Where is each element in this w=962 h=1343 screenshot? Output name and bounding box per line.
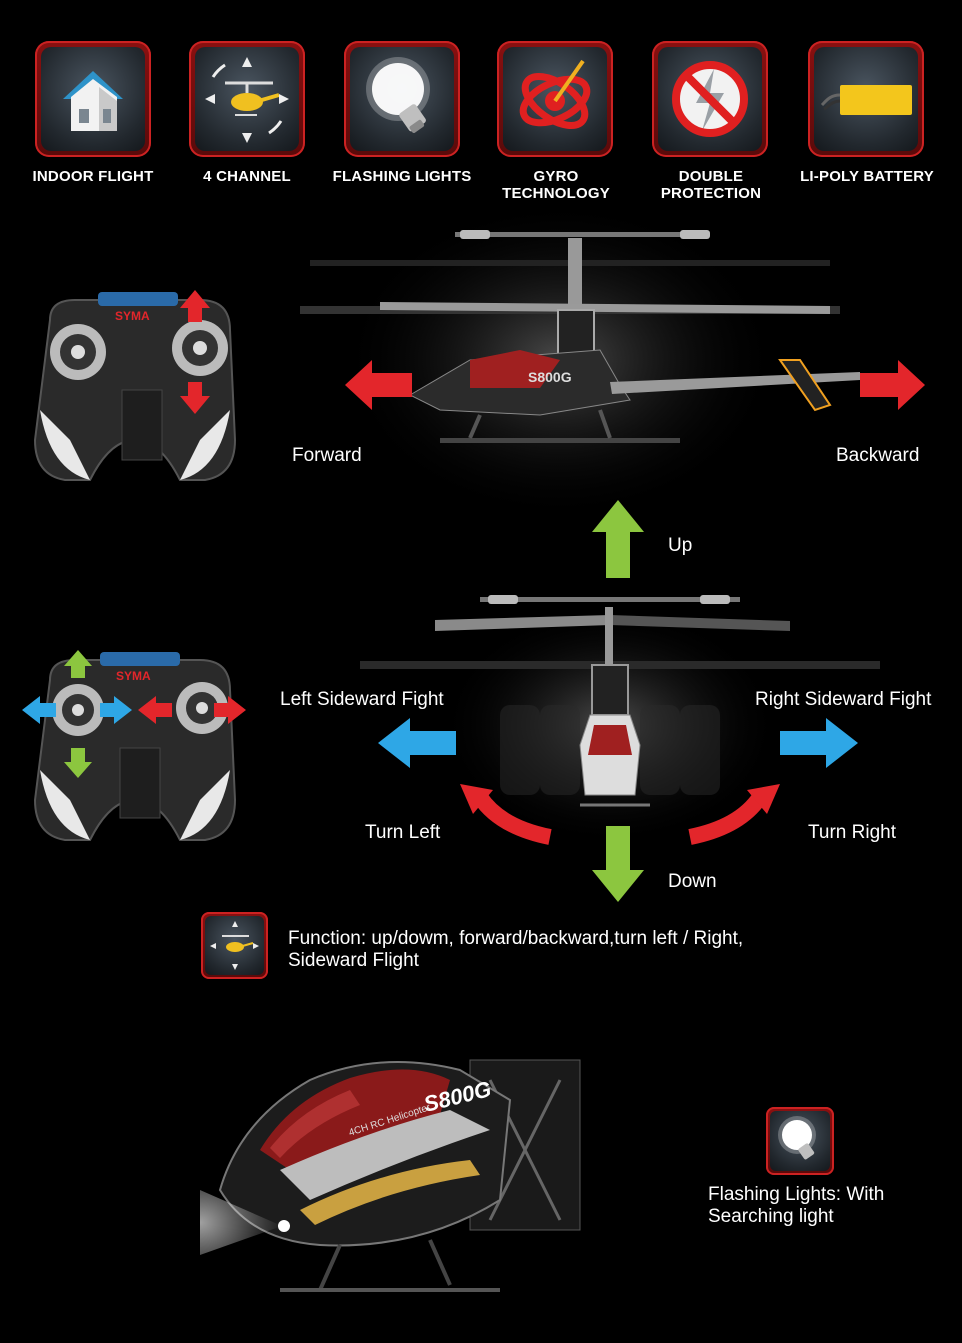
- arrow-stick-left-red: [138, 696, 172, 724]
- battery-icon: [820, 85, 912, 115]
- helicopter-front-view: [360, 595, 880, 845]
- feature-flashing-lights: [344, 41, 460, 157]
- lights-text-line1: Flashing Lights: With: [708, 1184, 885, 1205]
- feature-4-channel: [189, 41, 305, 157]
- function-icon-frame: [201, 912, 268, 979]
- arrow-stick-right-red: [214, 696, 246, 724]
- feature-double-protection: [652, 41, 768, 157]
- label-up: Up: [668, 535, 693, 556]
- feature-indoor-flight: [35, 41, 151, 157]
- label-right-sideward: Right Sideward Fight: [755, 689, 932, 710]
- bulb-icon: [778, 1116, 816, 1160]
- feature-battery: [808, 41, 924, 157]
- label-backward: Backward: [836, 445, 920, 466]
- arrow-right-sideward: [780, 718, 858, 768]
- feature-gyro: [497, 41, 613, 157]
- feature-label: 4 CHANNEL: [203, 168, 291, 185]
- helicopter-icon: [210, 921, 259, 970]
- label-left-sideward: Left Sideward Fight: [280, 689, 444, 710]
- label-forward: Forward: [292, 445, 362, 466]
- controller-brand: SYMA: [116, 669, 151, 683]
- arrow-stick-down: [180, 382, 210, 414]
- arrow-stick-left-blue: [22, 696, 56, 724]
- arrow-stick-down-green: [64, 748, 92, 778]
- feature-label: INDOOR FLIGHT: [32, 168, 154, 185]
- function-text-line1: Function: up/dowm, forward/backward,turn…: [288, 928, 744, 949]
- arrow-up: [592, 500, 644, 578]
- house-icon: [63, 71, 123, 131]
- label-turn-left: Turn Left: [365, 822, 441, 843]
- helicopter-side-view: S800G: [300, 200, 925, 520]
- arrow-backward: [860, 360, 925, 410]
- arrow-turn-left: [460, 784, 552, 845]
- label-turn-right: Turn Right: [808, 822, 896, 843]
- arrow-left-sideward: [378, 718, 456, 768]
- arrow-down: [592, 826, 644, 902]
- helicopter-closeup: S800G 4CH RC Helicopter: [200, 1059, 581, 1292]
- controller-brand: SYMA: [115, 309, 150, 323]
- arrow-stick-up: [180, 290, 210, 322]
- controller-2: SYMA: [22, 650, 246, 841]
- lights-text-line2: Searching light: [708, 1206, 834, 1227]
- feature-label: LI-POLY BATTERY: [800, 168, 934, 185]
- helicopter-icon: [205, 57, 289, 143]
- function-text-line2: Sideward Flight: [288, 950, 419, 971]
- bulb-icon: [366, 57, 430, 133]
- feature-label: FLASHING LIGHTS: [332, 168, 472, 185]
- arrow-forward: [345, 360, 412, 410]
- arrow-stick-right-blue: [100, 696, 132, 724]
- model-badge: S800G: [528, 369, 572, 385]
- label-down: Down: [668, 871, 717, 892]
- arrow-turn-right: [688, 784, 780, 845]
- controller-1: SYMA: [33, 290, 237, 481]
- no-lightning-icon: [672, 61, 748, 137]
- gyro-icon: [519, 59, 591, 129]
- lights-icon-frame: [766, 1107, 834, 1175]
- arrow-stick-up-green: [64, 650, 92, 678]
